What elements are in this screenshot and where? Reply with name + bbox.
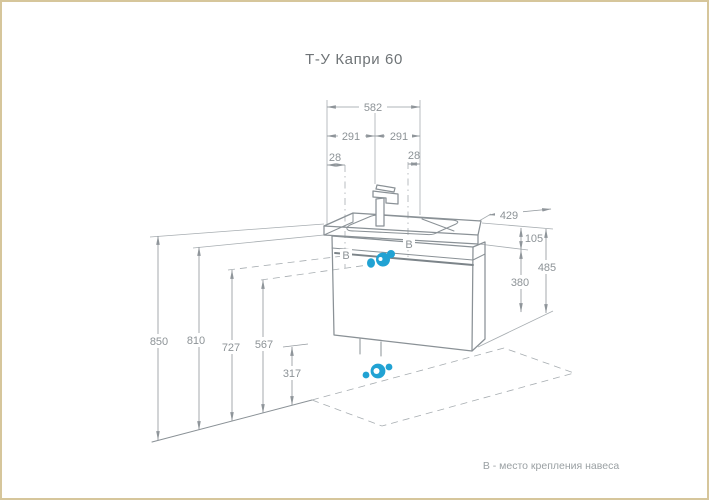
- dim-label-width-right: 291: [390, 131, 408, 143]
- supply-connection-markers: [367, 250, 395, 268]
- faucet: [372, 184, 399, 227]
- bracket-marker-label-left: В: [342, 250, 349, 262]
- cabinet-side-face: [471, 241, 486, 352]
- dim-label-bracket-height: 727: [222, 342, 240, 354]
- dim-label-cabinet-top-height: 810: [187, 335, 205, 347]
- dim-label-front-height: 380: [511, 277, 529, 289]
- wall-floor-reference-lines: [149, 223, 576, 443]
- sink-top-face: [323, 212, 482, 236]
- dim-label-width-total: 582: [364, 102, 382, 114]
- extension-lines-right: [477, 213, 554, 348]
- dim-label-cabinet-height: 485: [538, 262, 556, 274]
- basin-outline: [346, 214, 459, 236]
- label-backgrounds: [145, 100, 562, 380]
- drain-connection-markers: [362, 363, 393, 379]
- sink-front-face: [323, 225, 479, 245]
- basin-slope-line: [421, 218, 455, 232]
- drawing-title: Т-У Капри 60: [305, 51, 403, 68]
- dimension-labels: Т-У Капри 60 582 291 291 28 28 429 105 3…: [150, 51, 619, 472]
- dim-label-offset-left: 28: [329, 152, 341, 164]
- dim-label-width-left: 291: [342, 131, 360, 143]
- dim-label-offset-right: 28: [408, 150, 420, 162]
- bracket-marker-label-right: В: [405, 239, 412, 251]
- cabinet-front-face: [331, 235, 474, 352]
- floor-outline: [310, 347, 576, 427]
- dim-label-apron: 105: [525, 233, 543, 245]
- dim-label-drain-height: 317: [283, 368, 301, 380]
- footnote-legend: В - место крепления навеса: [483, 460, 619, 472]
- vanity-cabinet-drawing: [323, 184, 486, 357]
- connection-markers: [362, 250, 395, 379]
- drawer-groove-shadow: [334, 252, 474, 266]
- dim-label-sink-top-height: 850: [150, 336, 168, 348]
- dim-label-supply-height: 567: [255, 339, 273, 351]
- drawer-groove-top: [331, 247, 474, 261]
- dimension-lines: [156, 105, 552, 441]
- dim-label-depth: 429: [500, 210, 518, 222]
